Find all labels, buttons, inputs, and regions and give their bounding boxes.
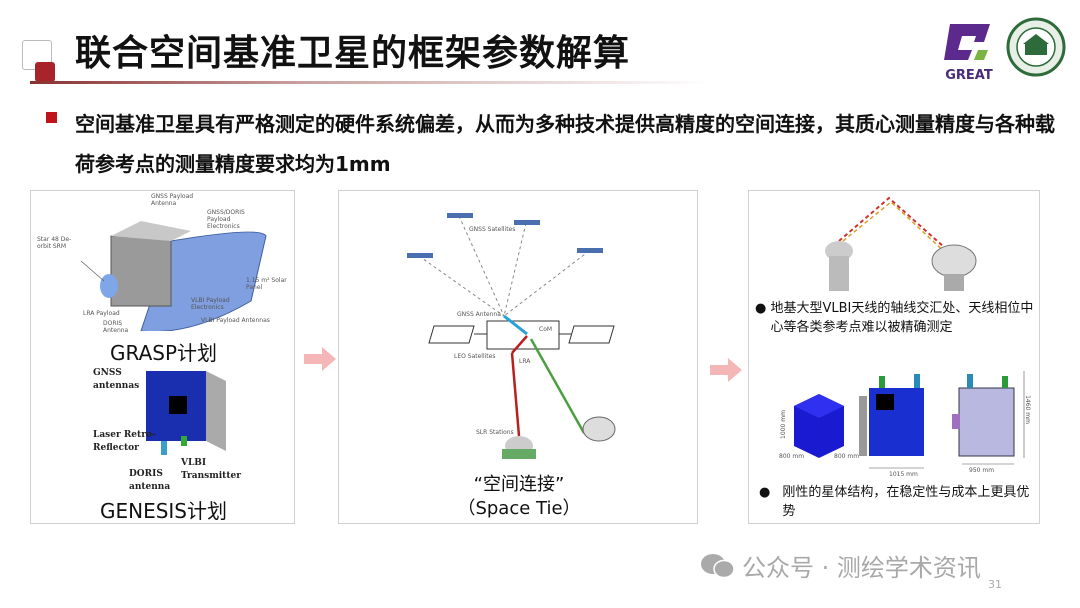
arrow-right-icon (304, 347, 336, 371)
label-gnss-antenna: GNSS Antenna (457, 311, 501, 318)
page-number: 31 (988, 578, 1002, 591)
bullet-rigid: ●刚性的星体结构，在稳定性与成本上更具优势 (759, 483, 1035, 521)
genesis-caption: GENESIS计划 (99, 499, 228, 523)
grasp-caption: GRASP计划 (109, 341, 218, 365)
label-laser-retro-reflector: Laser Retro-Reflector (93, 430, 156, 453)
decor-square-red (35, 62, 55, 82)
dim-width-800b: 800 mm (834, 453, 860, 460)
label-com: CoM (539, 326, 553, 333)
label-doris-antenna: DORIS Antenna (103, 320, 129, 334)
space-tie-caption-cn: “空间连接” (473, 474, 565, 495)
vlbi-antennas-image (825, 196, 977, 291)
page-title: 联合空间基准卫星的框架参数解算 (75, 33, 631, 74)
label-vlbi-antennas: VLBI Payload Antennas (201, 317, 270, 324)
watermark-text: 公众号 · 测绘学术资讯 (742, 554, 981, 582)
watermark: 公众号 · 测绘学术资讯 (700, 548, 981, 586)
title-underline (30, 81, 710, 84)
label-gnss-payload-antenna: GNSS Payload Antenna (151, 193, 194, 207)
dim-width-950: 950 mm (969, 467, 995, 474)
dim-width-1015: 1015 mm (889, 471, 918, 478)
satellite-structure-diagram (794, 371, 1025, 469)
dim-height-1460: 1460 mm (1023, 395, 1031, 424)
university-seal (1006, 17, 1066, 81)
great-logo: GREAT (938, 20, 1000, 83)
label-star48-srm: Star 48 De-orbit SRM (37, 236, 72, 250)
label-vlbi-transmitter: VLBI Transmitter (181, 458, 241, 481)
label-vlbi-electronics: VLBI Payload Electronics (191, 297, 230, 311)
label-gnss-antennas: GNSS antennas (93, 368, 140, 391)
label-lra: LRA (519, 358, 531, 365)
dim-height-1000: 1000 mm (779, 410, 787, 439)
space-tie-diagram (407, 213, 616, 459)
label-solar-panel: 1.15 m² Solar Panel (246, 277, 287, 291)
dim-width-800a: 800 mm (779, 453, 805, 460)
bullet-vlbi: ●地基大型VLBI天线的轴线交汇处、天线相位中心等各类参考点难以被精确测定 (755, 301, 1034, 335)
label-gnss-satellites: GNSS Satellites (469, 226, 516, 233)
panel-grasp-genesis: GNSS Payload Antenna GNSS/DORIS Payload … (30, 190, 295, 524)
genesis-satellite-image (146, 371, 226, 455)
label-slr-stations: SLR Stations (476, 429, 514, 436)
label-gnss-doris-electronics: GNSS/DORIS Payload Electronics (207, 209, 245, 230)
bullet-rigid-text: 刚性的星体结构，在稳定性与成本上更具优势 (782, 485, 1030, 519)
bullet-vlbi-text: 地基大型VLBI天线的轴线交汇处、天线相位中心等各类参考点难以被精确测定 (770, 301, 1034, 335)
great-logo-text: GREAT (945, 68, 993, 83)
label-doris-antenna-genesis: DORIS antenna (129, 469, 171, 492)
main-bullet-text: 空间基准卫星具有严格测定的硬件系统偏差，从而为多种技术提供高精度的空间连接，其质… (75, 112, 1055, 176)
label-lra-payload: LRA Payload (83, 310, 120, 317)
wechat-icon (700, 552, 736, 586)
panel-space-tie: GNSS Satellites GNSS Antenna CoM LEO Sat… (338, 190, 698, 524)
grasp-satellite-image (80, 221, 267, 331)
space-tie-caption-en: （Space Tie） (457, 498, 581, 519)
arrow-right-icon (710, 358, 742, 382)
panel-advantages: ●地基大型VLBI天线的轴线交汇处、天线相位中心等各类参考点难以被精确测定 10… (748, 190, 1040, 524)
label-leo-satellites: LEO Satellites (454, 353, 496, 360)
bullet-marker (46, 112, 57, 123)
